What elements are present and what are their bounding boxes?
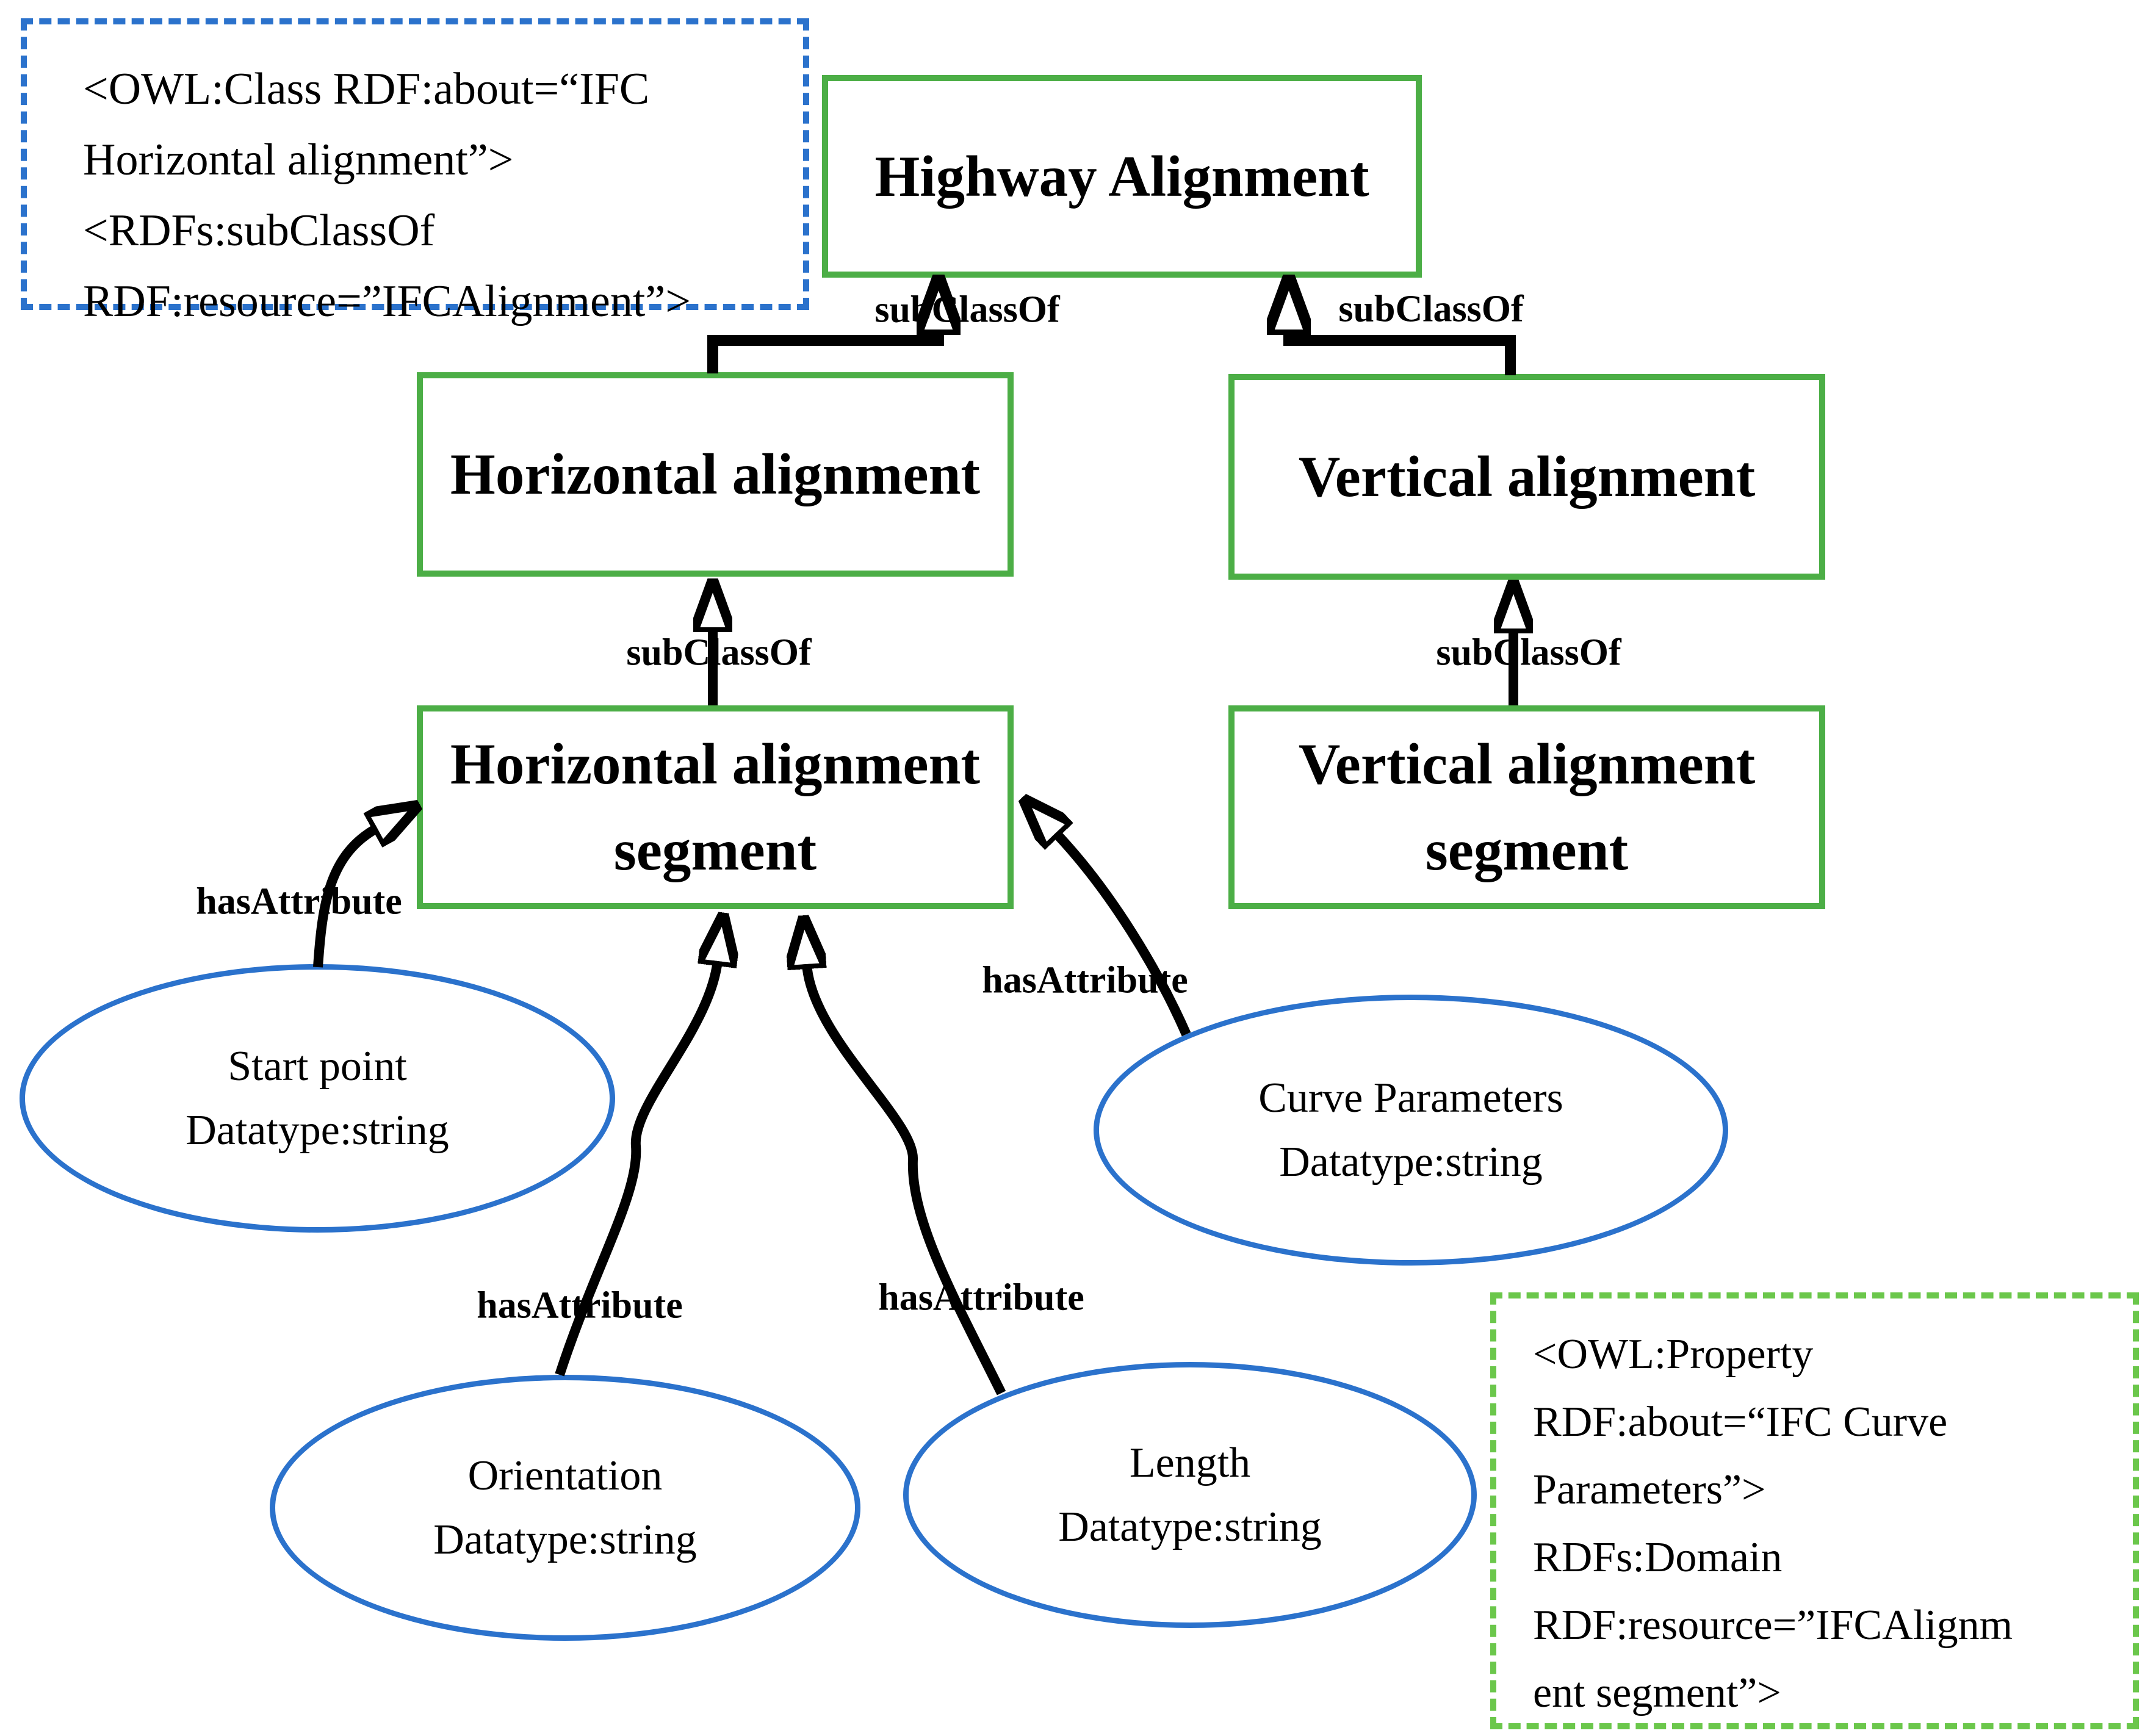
edge-label-subclassof-horizontal: subClassOf [874,289,1060,331]
owl-class-annotation-box: <OWL:Class RDF:about=“IFC Horizontal ali… [21,18,809,326]
class-label-vertical-alignment: Vertical alignment [1298,444,1756,510]
attribute-ellipse-curve-parameters: Curve Parameters Datatype:string [1094,995,1728,1266]
class-label-horizontal-alignment: Horizontal alignment [450,442,981,507]
attribute-name-curve-parameters: Curve Parameters [1258,1075,1563,1122]
edge-label-hasattribute-orientation: hasAttribute [477,1284,683,1327]
attribute-ellipse-length: Length Datatype:string [903,1362,1477,1628]
class-label-highway-alignment: Highway Alignment [874,143,1369,209]
attribute-datatype-orientation: Datatype:string [433,1516,697,1563]
edge-label-hasattribute-curve-parameters: hasAttribute [982,959,1188,1001]
edge-label-hasattribute-start-point: hasAttribute [196,881,402,923]
attribute-datatype-length: Datatype:string [1058,1504,1322,1551]
class-box-vertical-alignment-segment: Vertical alignment segment [1228,705,1825,909]
edge-label-hasattribute-length: hasAttribute [878,1277,1084,1319]
class-box-highway-alignment: Highway Alignment [822,75,1422,278]
attribute-datatype-curve-parameters: Datatype:string [1279,1139,1543,1186]
attribute-name-start-point: Start point [228,1043,407,1090]
class-label-vertical-alignment-segment: Vertical alignment segment [1298,732,1756,882]
owl-property-annotation-box: <OWL:Property RDF:about=“IFC Curve Param… [1490,1292,2139,1729]
class-label-horizontal-alignment-segment: Horizontal alignment segment [450,732,981,882]
class-box-horizontal-alignment-segment: Horizontal alignment segment [417,705,1014,909]
subclassof-arrow-vertical-to-highway [1289,330,1516,375]
attribute-datatype-start-point: Datatype:string [186,1107,449,1154]
edge-label-subclassof-horizontal-segment: subClassOf [626,632,812,674]
hasattribute-arrow-curve-parameters [1056,833,1191,1037]
edge-label-subclassof-vertical: subClassOf [1338,288,1524,330]
attribute-name-length: Length [1129,1439,1251,1486]
attribute-ellipse-start-point: Start point Datatype:string [20,964,615,1233]
attribute-name-orientation: Orientation [467,1452,663,1499]
subclassof-arrow-horizontal-to-highway [707,330,939,373]
class-box-vertical-alignment: Vertical alignment [1228,374,1825,580]
edge-label-subclassof-vertical-segment: subClassOf [1436,632,1621,674]
class-box-horizontal-alignment: Horizontal alignment [417,372,1014,577]
hasattribute-arrow-length [807,964,1006,1396]
attribute-ellipse-orientation: Orientation Datatype:string [270,1375,860,1641]
